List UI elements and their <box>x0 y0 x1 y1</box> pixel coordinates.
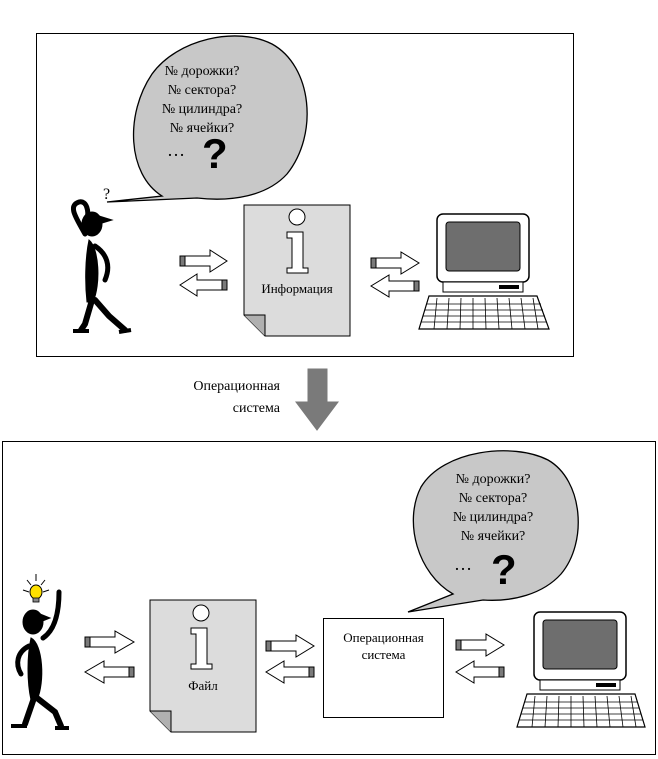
arrow-left-icon <box>370 274 420 298</box>
arrow-right-icon <box>265 634 315 658</box>
idea-person-icon <box>11 574 69 730</box>
arrow-right-icon <box>84 630 135 654</box>
arrow-right-icon <box>370 251 420 275</box>
bubble-questions: № дорожки? № сектора? № цилиндра? № ячей… <box>137 62 267 138</box>
bubble-questions: № дорожки? № сектора? № цилиндра? № ячей… <box>423 470 563 546</box>
arrow-left-icon <box>455 660 505 684</box>
speech-bubble <box>407 450 579 613</box>
bubble-line-track: № дорожки? <box>455 472 531 487</box>
transition-label-line2: система <box>232 401 280 416</box>
arrow-left-icon <box>265 660 315 684</box>
computer-icon <box>516 611 646 728</box>
document-label: Файл <box>188 678 218 693</box>
bubble-line-cell: № ячейки? <box>460 529 526 544</box>
computer-icon <box>418 213 550 330</box>
bubble-line-sector: № сектора? <box>458 491 528 506</box>
information-document-icon <box>243 204 351 337</box>
transition-label: Операционная система <box>140 376 280 420</box>
bubble-line-sector: № сектора? <box>167 83 237 98</box>
bubble-ellipsis: … <box>167 140 185 160</box>
thinking-person-icon <box>71 199 132 334</box>
bubble-line-cylinder: № цилиндра? <box>452 510 534 525</box>
bubble-ellipsis: … <box>454 554 472 574</box>
top-panel: № дорожки? № сектора? № цилиндра? № ячей… <box>36 33 574 357</box>
bubble-line-track: № дорожки? <box>164 64 240 79</box>
bubble-line-cylinder: № цилиндра? <box>161 102 243 117</box>
transition-label-line1: Операционная <box>193 379 280 394</box>
arrow-down-icon <box>295 368 339 431</box>
bubble-line-cell: № ячейки? <box>169 121 235 136</box>
arrow-right-icon <box>455 633 505 657</box>
bottom-panel: № дорожки? № сектора? № цилиндра? № ячей… <box>2 441 656 755</box>
arrow-left-icon <box>179 273 228 297</box>
document-label: Информация <box>261 281 333 296</box>
speech-bubble <box>106 35 308 203</box>
os-box: Операционная система <box>323 618 444 718</box>
file-document-icon <box>149 599 257 733</box>
os-box-line1: Операционная <box>343 630 424 645</box>
arrow-left-icon <box>84 660 135 684</box>
bubble-question-mark: ? <box>491 546 517 593</box>
os-box-line2: система <box>361 647 406 662</box>
bubble-question-mark: ? <box>202 130 228 177</box>
arrow-right-icon <box>179 249 228 273</box>
thinker-question-mark: ? <box>103 186 111 203</box>
